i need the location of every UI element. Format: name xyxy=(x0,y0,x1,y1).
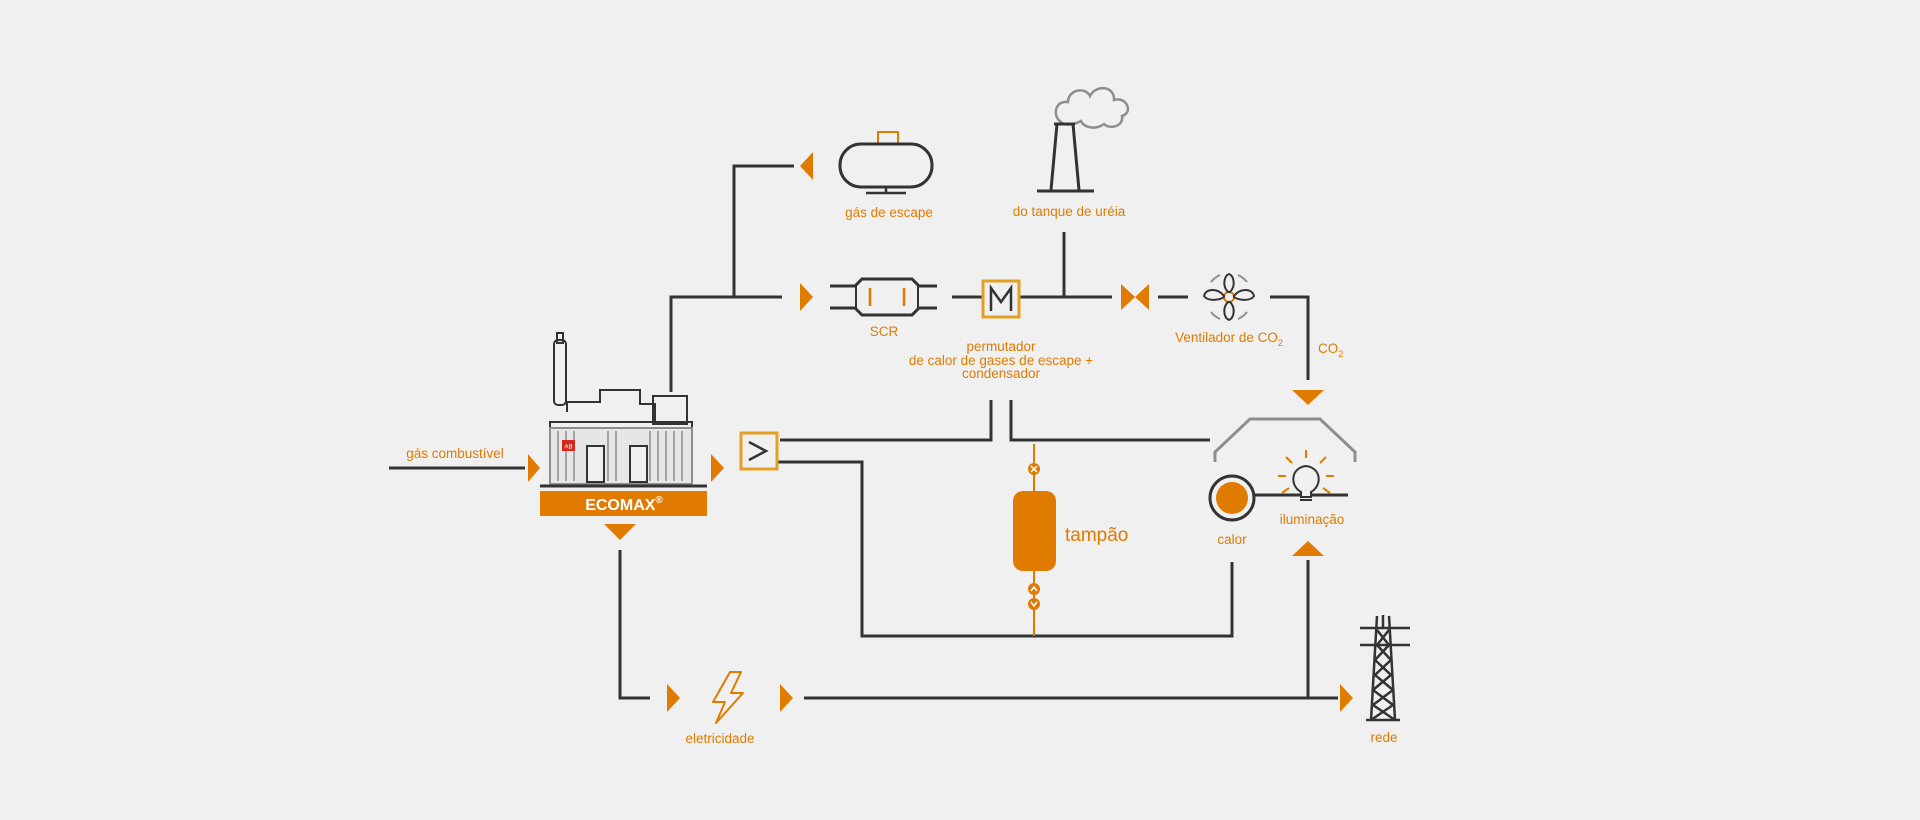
buffer-tank xyxy=(1013,463,1056,610)
lighting-label: iluminação xyxy=(1280,512,1345,527)
urea-tank-label: do tanque de uréia xyxy=(1013,204,1126,219)
fan-icon xyxy=(1202,289,1225,301)
flow-lines xyxy=(389,164,1338,700)
grid-label: rede xyxy=(1370,730,1397,745)
unit-roof-equipment xyxy=(566,389,656,424)
unit-door-right xyxy=(629,445,648,483)
unit-brand-plate xyxy=(540,491,707,516)
scr-icon xyxy=(830,277,937,288)
arrow-to-electricity xyxy=(667,684,680,712)
co2-label: CO2 xyxy=(1318,341,1343,359)
heat-label: calor xyxy=(1217,532,1247,547)
unit-body xyxy=(549,427,693,485)
buffer-label: tampão xyxy=(1065,525,1128,546)
co2-fan-label: Ventilador de CO2 xyxy=(1175,330,1283,348)
arrow-from-electricity xyxy=(780,684,793,712)
co2-line xyxy=(1270,295,1310,380)
arrow-electricity-down xyxy=(604,524,636,540)
arrow-lighting-up xyxy=(1292,541,1324,556)
chimney-icon xyxy=(1049,123,1059,191)
valve-icon xyxy=(1121,284,1149,310)
power-pylon-icon xyxy=(1360,615,1410,722)
ecomax-unit: AB ECOMAX® xyxy=(540,332,707,516)
unit-logo-text: AB xyxy=(564,445,572,451)
exchanger-label-line3: condensador xyxy=(962,366,1041,381)
lightning-icon xyxy=(712,671,744,724)
arrow-to-grid xyxy=(1340,684,1353,712)
arrow-to-scr xyxy=(800,283,813,311)
house-roof xyxy=(1213,417,1357,462)
arrow-fuel-in xyxy=(528,454,540,482)
tank-icon xyxy=(838,142,934,189)
exchanger-supply-line xyxy=(1009,400,1210,442)
electricity-out-line xyxy=(618,550,650,700)
house-consumer xyxy=(1208,417,1357,522)
sigma-exchanger-icon xyxy=(748,440,769,462)
lightbulb-icon xyxy=(1278,450,1334,501)
unit-exhaust-pipe xyxy=(553,339,567,406)
exchanger-label-line1: permutador xyxy=(966,339,1036,354)
exchanger-return-line xyxy=(780,400,993,442)
exhaust-gas-label: gás de escape xyxy=(845,205,933,220)
fuel-gas-label: gás combustível xyxy=(406,446,504,461)
exhaust-main-line xyxy=(669,295,782,392)
buffer-tank-icon xyxy=(1013,491,1056,571)
exhaust-branch-line xyxy=(732,164,794,297)
flow-arrows xyxy=(528,152,1353,712)
scr-label: SCR xyxy=(870,324,899,339)
arrow-co2-down xyxy=(1292,390,1324,405)
arrow-to-exchanger xyxy=(711,454,724,482)
engine-heat-exchanger xyxy=(739,431,779,471)
m-exchanger-icon xyxy=(989,284,1013,311)
exhaust-heat-exchanger xyxy=(981,279,1021,319)
urea-tank-chimney xyxy=(1037,87,1130,193)
cloud-icon xyxy=(1054,87,1130,129)
electricity-label: eletricidade xyxy=(685,731,754,746)
unit-brand-label: ECOMAX® xyxy=(585,495,663,514)
unit-door-left xyxy=(586,445,605,483)
unit-logo xyxy=(562,440,575,451)
exhaust-gas-tank xyxy=(838,131,934,195)
co2-fan xyxy=(1202,272,1256,322)
heating-circuit-line xyxy=(778,460,1234,638)
scr-unit xyxy=(830,277,937,317)
exchanger-label-line2: de calor de gases de escape + xyxy=(909,353,1093,368)
arrow-to-exhaust-tank xyxy=(800,152,813,180)
